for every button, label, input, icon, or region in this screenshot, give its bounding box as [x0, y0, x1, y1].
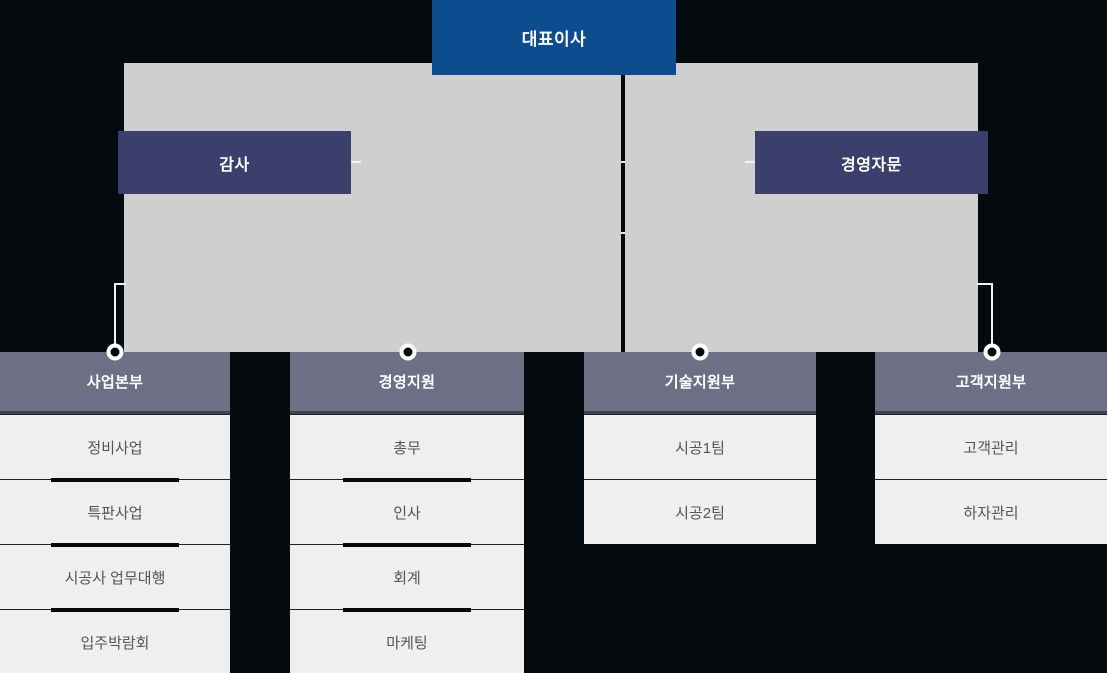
node-auditor[interactable]: 감사: [118, 131, 351, 194]
list-item-label: 인사: [393, 504, 421, 522]
list-item-label: 시공1팀: [675, 439, 725, 457]
list-item-label: 하자관리: [963, 504, 1019, 522]
list-item[interactable]: 입주박람회: [0, 609, 230, 673]
node-ceo[interactable]: 대표이사: [432, 0, 676, 75]
node-dot-technical-support: [691, 343, 709, 361]
list-item[interactable]: 인사: [290, 479, 524, 544]
department-column-customer-support: 고객지원부 고객관리 하자관리: [875, 352, 1107, 544]
main-vertical-connector: [621, 75, 625, 352]
list-item-label: 특판사업: [87, 504, 143, 522]
department-header-customer-support[interactable]: 고객지원부: [875, 352, 1107, 414]
department-column-business-division: 사업본부 정비사업 특판사업 시공사 업무대행 입주박람회: [0, 352, 230, 673]
backdrop-panel: [124, 63, 978, 352]
spine-gap-lower: [621, 232, 625, 234]
list-item-label: 총무: [393, 439, 421, 457]
node-management-advisory[interactable]: 경영자문: [755, 131, 988, 194]
list-item[interactable]: 총무: [290, 414, 524, 479]
elbow-vertical-right: [991, 283, 993, 353]
department-header-technical-support[interactable]: 기술지원부: [584, 352, 816, 414]
list-item[interactable]: 시공사 업무대행: [0, 544, 230, 609]
department-column-management-support: 경영지원 총무 인사 회계 마케팅: [290, 352, 524, 673]
list-item-label: 정비사업: [87, 439, 143, 457]
node-auditor-label: 감사: [219, 156, 250, 174]
department-header-label: 경영지원: [378, 374, 436, 391]
list-item[interactable]: 회계: [290, 544, 524, 609]
node-dot-business-division: [106, 343, 124, 361]
connector-stub-management-advisory: [745, 161, 755, 163]
list-item[interactable]: 정비사업: [0, 414, 230, 479]
node-management-advisory-label: 경영자문: [841, 156, 902, 174]
department-header-label: 고객지원부: [955, 374, 1027, 391]
node-ceo-label: 대표이사: [521, 30, 587, 49]
list-item-label: 입주박람회: [80, 634, 150, 652]
list-item[interactable]: 마케팅: [290, 609, 524, 673]
department-header-management-support[interactable]: 경영지원: [290, 352, 524, 414]
list-item-label: 시공사 업무대행: [64, 569, 166, 587]
department-header-business-division[interactable]: 사업본부: [0, 352, 230, 414]
department-header-label: 기술지원부: [664, 374, 736, 391]
spine-gap-upper: [621, 161, 625, 163]
node-dot-customer-support: [983, 343, 1001, 361]
list-item-label: 회계: [393, 569, 421, 587]
elbow-horizontal-left: [115, 283, 126, 285]
list-item[interactable]: 특판사업: [0, 479, 230, 544]
elbow-horizontal-right: [977, 283, 992, 285]
connector-stub-auditor: [351, 161, 361, 163]
node-dot-management-support: [399, 343, 417, 361]
elbow-vertical-left: [114, 283, 116, 353]
list-item-label: 시공2팀: [675, 504, 725, 522]
list-item-label: 마케팅: [386, 634, 428, 652]
list-item-label: 고객관리: [963, 439, 1019, 457]
department-header-label: 사업본부: [86, 374, 144, 391]
department-column-technical-support: 기술지원부 시공1팀 시공2팀: [584, 352, 816, 544]
list-item[interactable]: 고객관리: [875, 414, 1107, 479]
list-item[interactable]: 하자관리: [875, 479, 1107, 544]
list-item[interactable]: 시공2팀: [584, 479, 816, 544]
list-item[interactable]: 시공1팀: [584, 414, 816, 479]
